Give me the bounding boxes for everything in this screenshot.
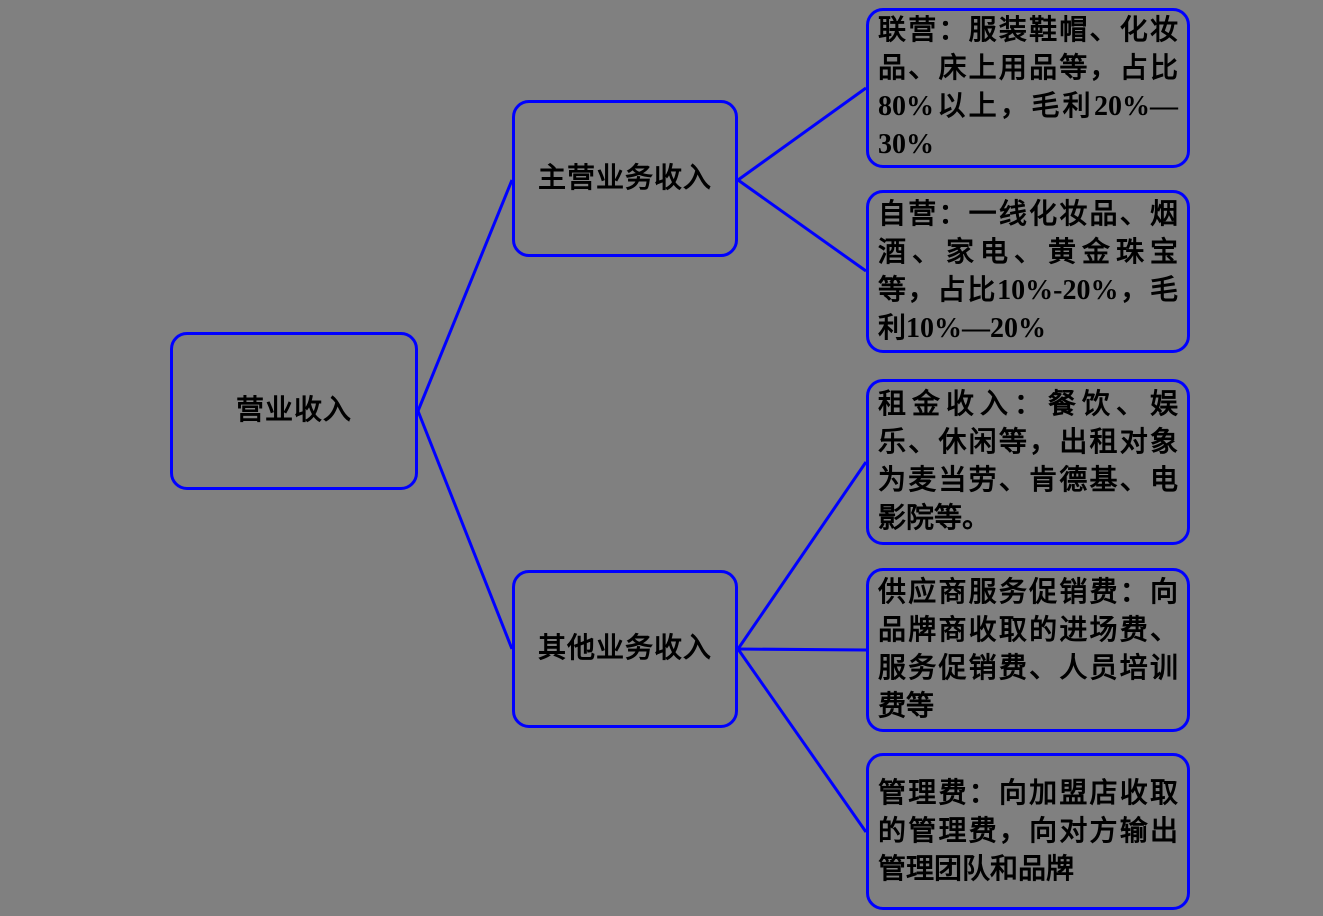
node-operating-revenue-label: 营业收入 [235, 395, 352, 426]
node-joint-operation-detail: 联营：服装鞋帽、化妆品、床上用品等，占比80%以上，毛利20%—30% [866, 8, 1190, 168]
edge-other-to-supplier-fee [737, 647, 867, 652]
node-supplier-service-fee-detail: 供应商服务促销费：向品牌商收取的进场费、服务促销费、人员培训费等 [866, 568, 1190, 732]
node-main-business-revenue: 主营业务收入 [512, 100, 738, 257]
edge-revenue-to-other-business [416, 410, 514, 650]
node-other-business-revenue: 其他业务收入 [512, 570, 738, 728]
node-rental-income-detail: 租金收入：餐饮、娱乐、休闲等，出租对象为麦当劳、肯德基、电影院等。 [866, 379, 1190, 545]
edge-revenue-to-main-business [416, 179, 514, 412]
joint-operation-text: 联营：服装鞋帽、化妆品、床上用品等，占比80%以上，毛利20%—30% [878, 15, 1178, 160]
node-management-fee-detail: 管理费：向加盟店收取的管理费，向对方输出管理团队和品牌 [866, 753, 1190, 910]
edge-other-to-rental-income [736, 461, 868, 650]
supplier-service-fee-text: 供应商服务促销费：向品牌商收取的进场费、服务促销费、人员培训费等 [878, 577, 1178, 722]
management-fee-text: 管理费：向加盟店收取的管理费，向对方输出管理团队和品牌 [878, 777, 1178, 885]
node-operating-revenue: 营业收入 [170, 332, 418, 490]
self-operation-text: 自营：一线化妆品、烟酒、家电、黄金珠宝等，占比10%-20%，毛利10%—20% [878, 198, 1178, 344]
node-main-business-revenue-label: 主营业务收入 [537, 162, 712, 194]
edge-main-to-self-operation [737, 178, 867, 273]
rental-income-text: 租金收入：餐饮、娱乐、休闲等，出租对象为麦当劳、肯德基、电影院等。 [878, 389, 1178, 534]
node-other-business-revenue-label: 其他业务收入 [537, 633, 712, 664]
edge-other-to-management-fee [736, 648, 868, 833]
edge-main-to-joint-operation [737, 86, 867, 182]
node-self-operation-detail: 自营：一线化妆品、烟酒、家电、黄金珠宝等，占比10%-20%，毛利10%—20% [866, 190, 1190, 353]
